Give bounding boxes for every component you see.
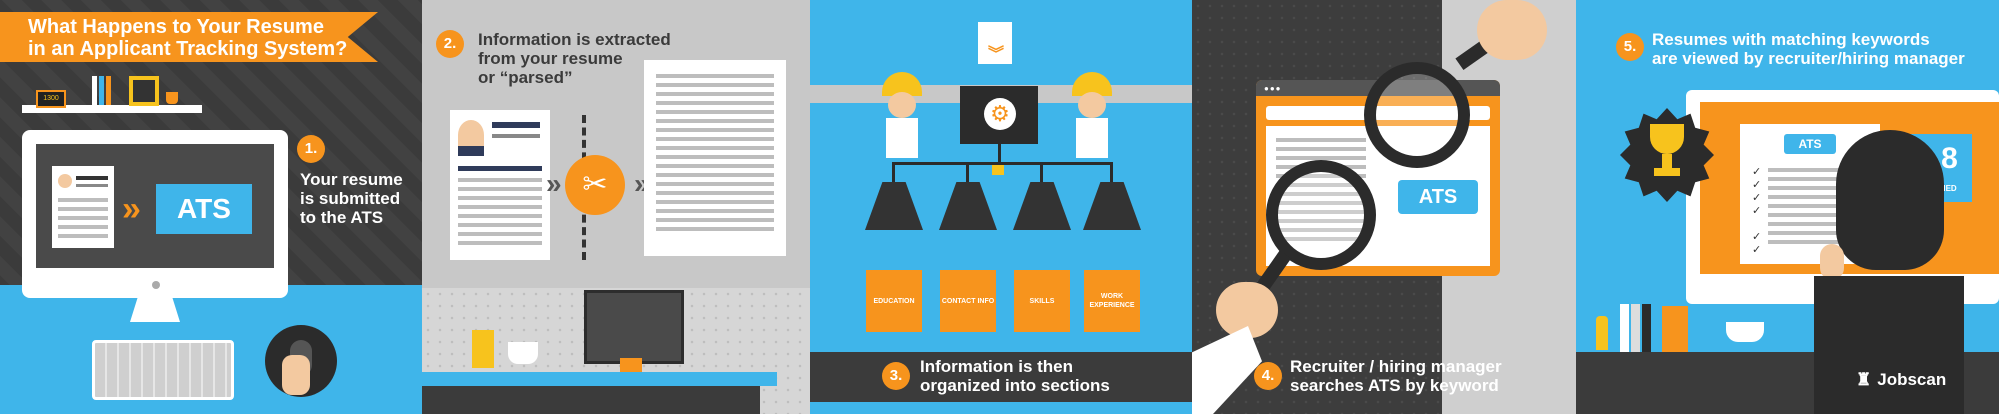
chevron-down-icon: ︾ — [988, 46, 1005, 63]
step-2-text: Information is extracted from your resum… — [478, 30, 671, 87]
panel-step-1: What Happens to Your Resume in an Applic… — [0, 0, 422, 414]
scissors-icon: ✂ — [565, 155, 625, 215]
person-torso — [1814, 276, 1964, 414]
brand-logo: ♜Jobscan — [1856, 370, 1947, 389]
coffee-cup-icon — [508, 342, 538, 364]
monitor-stand — [620, 358, 642, 372]
page-title: What Happens to Your Resume in an Applic… — [28, 16, 348, 60]
step-5-text: Resumes with matching keywords are viewe… — [1652, 30, 1965, 68]
hand-icon — [1477, 0, 1547, 60]
panel-step-3: ︾ ⚙ EDUCATION CONTACT INFO SKILLS WORK E… — [810, 0, 1192, 414]
window-controls-icon: ●●● — [1264, 84, 1282, 93]
resume-icon — [450, 110, 550, 260]
avatar — [458, 120, 484, 150]
resume-icon — [52, 166, 114, 248]
book-icon — [106, 76, 111, 105]
title-ribbon — [0, 12, 378, 62]
magnifier-icon — [1364, 62, 1470, 168]
cactus-icon — [1596, 316, 1608, 350]
step-number: 5. — [1616, 33, 1644, 61]
funnel-icon — [939, 182, 997, 230]
clock-icon: 1300 — [36, 90, 66, 108]
step-number: 1. — [297, 135, 325, 163]
section-box-work-experience: WORK EXPERIENCE — [1084, 270, 1140, 332]
pencil-cup-icon — [472, 330, 494, 368]
step-1-text: Your resume is submitted to the ATS — [300, 170, 403, 227]
monitor-stand — [130, 298, 180, 322]
ats-badge: ATS — [156, 184, 252, 234]
funnel-icon — [865, 182, 923, 230]
book-icon — [92, 76, 97, 105]
section-box-skills: SKILLS — [1014, 270, 1070, 332]
section-box-contact-info: CONTACT INFO — [940, 270, 996, 332]
book-icon — [99, 76, 104, 105]
panel-step-2: 2. Information is extracted from your re… — [422, 0, 810, 414]
funnel-icon — [1083, 182, 1141, 230]
avatar — [58, 174, 72, 188]
panel-step-5: 5. Resumes with matching keywords are vi… — [1576, 0, 1999, 414]
ats-badge: ATS — [1784, 134, 1836, 154]
funnel-icon — [1013, 182, 1071, 230]
caption-bar — [810, 352, 1192, 402]
step-number: 4. — [1254, 362, 1282, 390]
monitor-icon — [584, 290, 684, 364]
binder-icon — [1662, 306, 1688, 352]
section-box-education: EDUCATION — [866, 270, 922, 332]
person-ear — [1820, 244, 1844, 280]
clock-readout: 1300 — [43, 95, 59, 102]
step-3-text: Information is then organized into secti… — [920, 357, 1110, 395]
jobscan-icon: ♜ — [1856, 370, 1872, 389]
hand-icon — [282, 355, 310, 395]
step-4-text: Recruiter / hiring manager searches ATS … — [1290, 357, 1502, 395]
parsed-document — [644, 60, 786, 256]
document-feed-icon — [978, 22, 1012, 64]
bulb-icon — [992, 165, 1004, 175]
step-number: 3. — [882, 362, 910, 390]
checklist-icon: ✓✓✓✓✓✓ — [1752, 166, 1762, 256]
book-icon — [1620, 304, 1629, 352]
desk-surface — [422, 372, 777, 386]
shelf — [22, 105, 202, 113]
person-head — [1836, 130, 1944, 270]
picture-frame-icon — [129, 76, 159, 106]
plant-icon — [166, 92, 178, 104]
book-icon — [1642, 304, 1651, 352]
coffee-cup-icon — [1726, 322, 1764, 342]
step-number: 2. — [436, 30, 464, 58]
desk-front — [422, 386, 760, 414]
double-chevron-icon: » — [546, 168, 562, 199]
monitor-button — [152, 281, 160, 289]
double-chevron-icon: » — [122, 190, 141, 228]
book-icon — [1631, 304, 1640, 352]
panel-step-4: ●●● ATS 4. Recruiter / hiring manager se… — [1192, 0, 1576, 414]
keyboard-icon — [92, 340, 234, 400]
ats-badge: ATS — [1398, 180, 1478, 214]
trophy-icon — [1650, 124, 1684, 154]
gear-icon: ⚙ — [984, 98, 1016, 130]
